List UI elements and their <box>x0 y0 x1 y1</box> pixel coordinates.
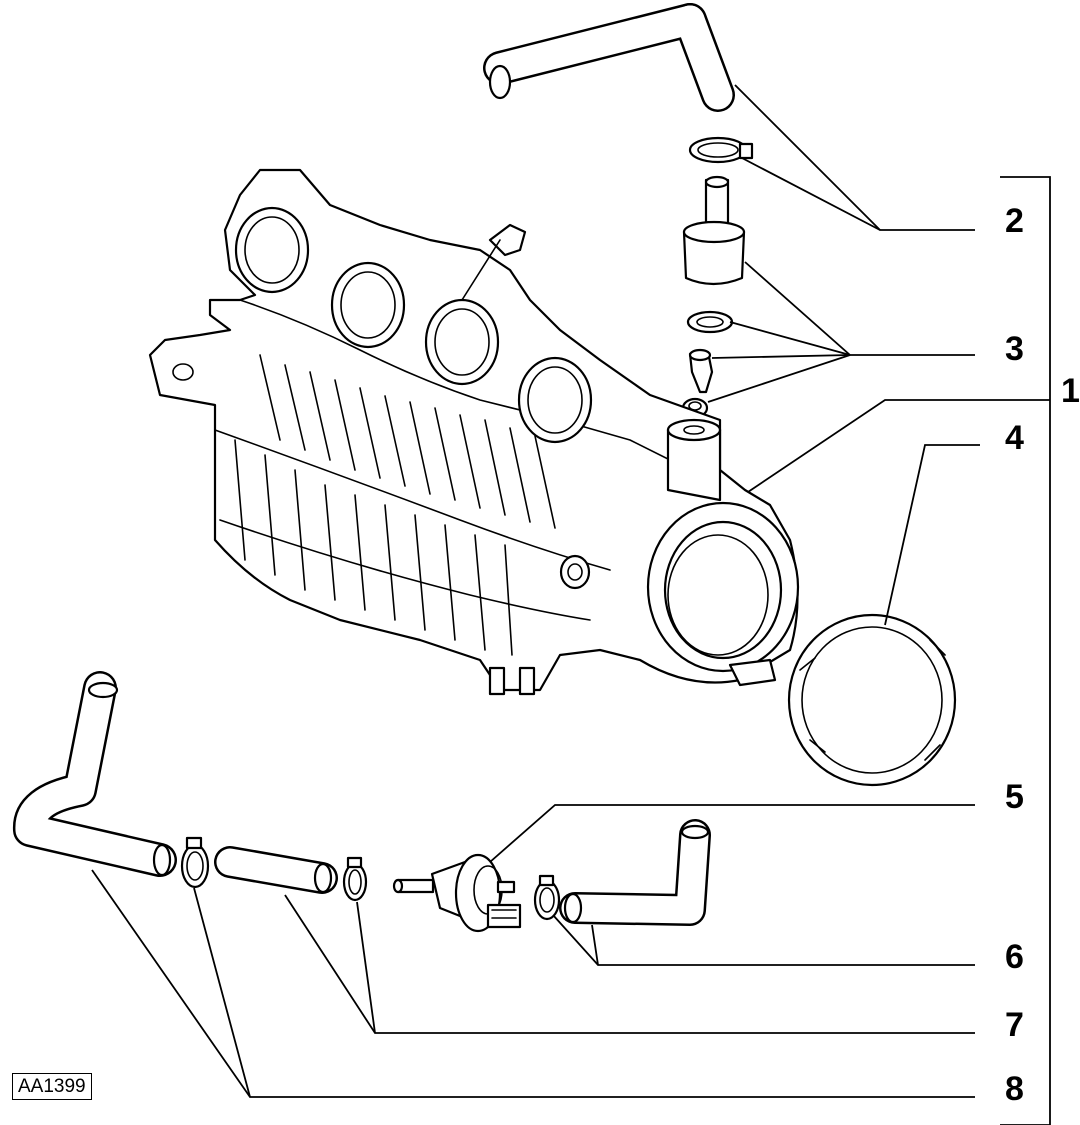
leader-line-8b <box>193 887 251 1098</box>
callout-4: 4 <box>1005 419 1024 457</box>
callout-6: 6 <box>1005 938 1024 976</box>
middle-clamp <box>342 856 368 902</box>
leader-line-8 <box>91 869 975 1098</box>
callout-7: 7 <box>1005 1006 1024 1044</box>
callout-2: 2 <box>1005 202 1024 240</box>
assembly-bracket <box>1000 176 1051 1125</box>
check-valve <box>392 853 522 933</box>
leader-line-3c <box>711 354 851 359</box>
leader-lines <box>91 84 1051 1125</box>
callout-5: 5 <box>1005 778 1024 816</box>
leader-line-7b <box>356 901 376 1034</box>
leader-line-4 <box>884 444 980 626</box>
leader-line-3 <box>744 261 975 356</box>
callout-3: 3 <box>1005 330 1024 368</box>
fitting-seal-parts <box>681 310 734 419</box>
leader-line-3b <box>729 321 851 356</box>
leader-line-5 <box>489 804 975 863</box>
left-clamp <box>180 836 210 889</box>
right-hose <box>559 819 711 926</box>
callout-numbers: 2 3 1 4 5 6 7 8 <box>1005 202 1080 1108</box>
upper-clamp <box>688 136 754 164</box>
leader-line-2 <box>734 84 975 231</box>
fitting-body <box>682 175 746 286</box>
manifold-gasket <box>787 613 957 787</box>
right-clamp <box>533 874 561 921</box>
intake-manifold <box>148 168 800 696</box>
upper-hose <box>483 3 735 112</box>
left-hose <box>13 671 177 877</box>
leader-line-6b <box>591 924 599 966</box>
leader-line-2b <box>741 157 881 231</box>
middle-hose <box>214 846 338 894</box>
callout-1: 1 <box>1061 372 1080 410</box>
leader-line-3d <box>707 354 851 403</box>
callout-8: 8 <box>1005 1070 1024 1108</box>
leader-line-1 <box>747 399 1050 493</box>
reference-code: AA1399 <box>12 1073 92 1100</box>
